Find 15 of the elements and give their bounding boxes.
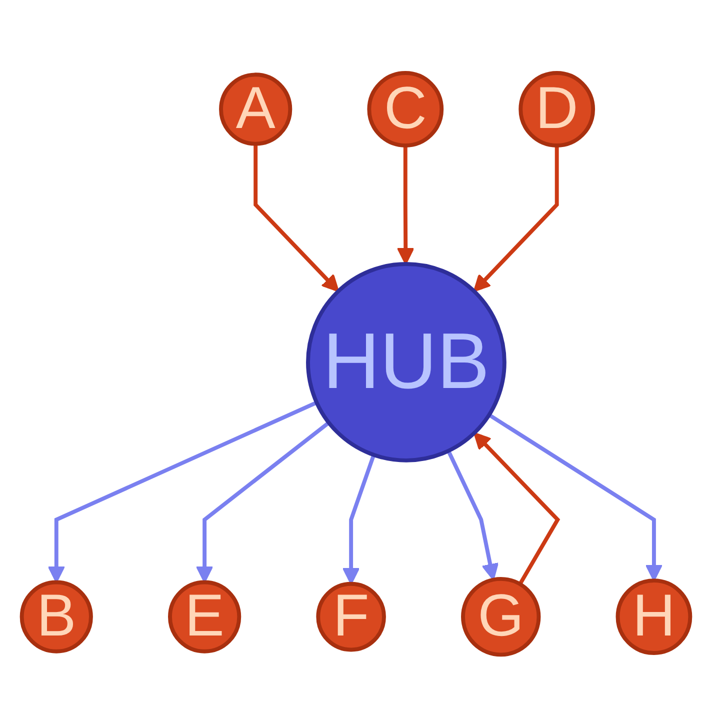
node-circle: C bbox=[367, 72, 444, 148]
node-circle: E bbox=[168, 580, 242, 654]
arrow bbox=[473, 146, 559, 292]
arrow bbox=[196, 422, 330, 584]
node-circle: D bbox=[518, 72, 596, 148]
arrow bbox=[48, 401, 318, 584]
node-circle: B bbox=[20, 580, 93, 654]
arrow bbox=[446, 450, 499, 581]
node-circle: F bbox=[316, 582, 386, 652]
node-circle: H bbox=[616, 579, 692, 656]
arrow bbox=[254, 144, 340, 292]
arrow bbox=[474, 432, 560, 586]
node-circle: G bbox=[461, 577, 541, 658]
node-circle: A bbox=[219, 73, 292, 146]
node-circle: HUB bbox=[306, 262, 506, 463]
